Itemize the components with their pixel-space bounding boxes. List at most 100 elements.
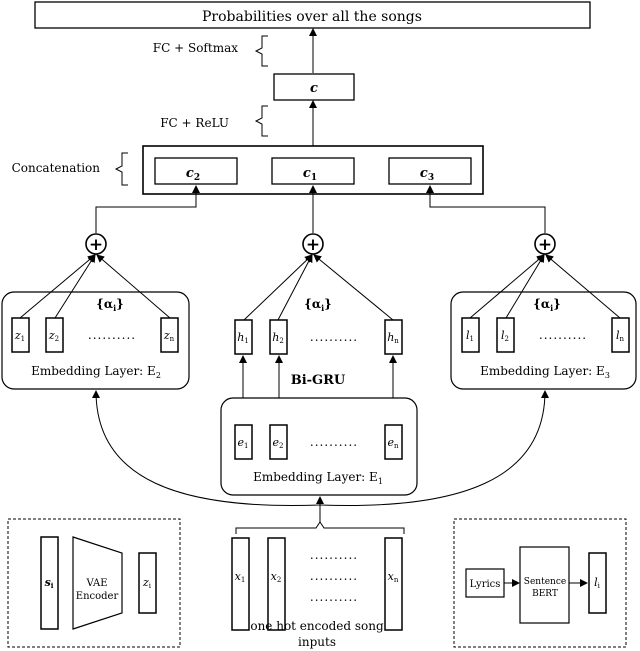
ln-box [611,317,630,353]
c2-label: c2 [186,166,200,183]
inputs-caption-line2: inputs [298,635,336,649]
right-embedding-label: Embedding Layer: E3 [480,364,610,380]
svg-text:+: + [89,235,103,255]
x1-box [231,537,250,631]
sentence-bert-box [519,546,570,624]
right-plus-circle: + [534,233,556,255]
h1-label: h1 [237,331,249,345]
xn-label: xn [388,570,399,584]
sentence-bert-line2: BERT [532,589,558,599]
mid-plus-circle: + [302,233,324,255]
si-box [40,536,59,630]
li-label: li [594,576,601,590]
inputs-dots-bottom: .......... [310,590,358,604]
x2-label: x2 [271,570,282,584]
right-attn-1 [469,254,545,319]
lyrics-box [465,568,505,598]
zn-box [160,317,179,353]
curve-to-e3 [319,390,549,507]
e2-label: e2 [273,436,284,450]
left-plus-circle: + [85,233,107,255]
c1-box [271,157,355,185]
left-attn-2 [54,254,96,319]
left-attention-label: {αi} [96,297,124,313]
l2-box [496,317,515,353]
hn-box [384,319,403,355]
l2-label: l2 [501,329,509,343]
left-embedding-panel [1,291,190,390]
e1-embedding-label: Embedding Layer: E1 [253,470,383,486]
left-attn-n [96,254,171,319]
en-label: en [387,436,399,450]
z2-box [45,317,64,353]
xn-box [384,537,403,631]
right-embedding-panel [450,291,637,390]
zi-box [138,552,157,614]
output-title: Probabilities over all the songs [202,9,422,25]
z2-label: z2 [48,329,59,343]
embedding-e1-panel [220,397,418,496]
lyrics-label: Lyrics [470,579,501,590]
e2-box [269,424,288,460]
l1-box [461,317,480,353]
fc-softmax-label: FC + Softmax [153,41,238,55]
fc-softmax-brace [254,35,268,67]
x1-label: x1 [235,570,246,584]
hn-label: hn [387,331,399,345]
bigru-label: Bi-GRU [291,373,346,388]
e1-label: e1 [238,436,249,450]
e1-box [234,424,253,460]
l1-label: l1 [466,329,474,343]
h2-box [269,319,288,355]
li-box [588,552,607,614]
c3-box [388,157,472,185]
right-attn-n [545,254,621,319]
fc-relu-brace [254,105,268,137]
vae-panel [7,518,181,648]
c1-label: c1 [303,166,317,183]
arrow-left-plus-to-c2 [95,185,200,233]
si-label: si [45,576,54,590]
inputs-caption-line1: one hot encoded song [250,619,384,633]
right-attention-label: {αi} [533,297,561,313]
svg-text:+: + [538,235,552,255]
h1-box [234,319,253,355]
inputs-brace [235,521,405,534]
x2-box [267,537,286,631]
zn-label: zn [163,329,175,343]
mid-attn-1 [243,254,313,321]
left-dots: .......... [88,328,136,342]
mid-dots: .......... [310,330,358,344]
svg-text:+: + [306,235,320,255]
right-attn-2 [505,254,545,319]
left-embedding-label: Embedding Layer: E2 [31,364,161,380]
e1-dots: .......... [310,435,358,449]
h2-label: h2 [272,331,284,345]
mid-attn-n [313,254,394,321]
inputs-dots-top: .......... [310,548,358,562]
concatenation-brace [114,152,128,186]
mid-attn-2 [277,254,313,321]
c3-label: c3 [420,166,434,183]
mid-attention-label: {αi} [304,297,332,313]
inputs-dots-mid: .......... [310,569,358,583]
arrow-right-plus-to-c3 [426,185,546,233]
vae-encoder-line1: VAE [85,578,107,589]
bert-panel [453,518,627,648]
curve-to-e2 [92,390,321,507]
zi-label: zi [142,576,152,590]
en-box [384,424,403,460]
left-attn-1 [19,254,96,319]
vae-encoder-line2: Encoder [76,591,119,602]
c-box [273,73,355,101]
c2-box [154,157,238,185]
z1-label: z1 [14,329,25,343]
right-dots: .......... [539,328,587,342]
c-label: c [310,81,318,96]
vae-encoder-shape [72,536,123,630]
sentence-bert-line1: Sentence [524,577,566,587]
ln-label: ln [616,329,625,343]
fc-relu-label: FC + ReLU [160,116,229,130]
output-box [34,1,591,29]
